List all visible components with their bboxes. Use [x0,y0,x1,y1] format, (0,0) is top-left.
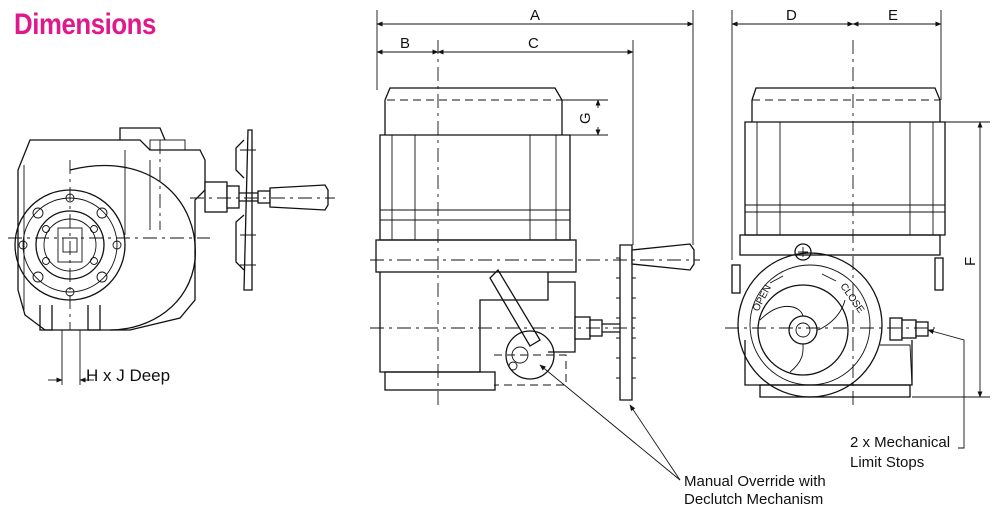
limit-stops-callout-line2: Limit Stops [850,454,924,471]
dim-label-g: G [577,112,594,124]
dim-label-d: D [786,7,797,24]
dim-label-c: C [528,35,539,52]
bottom-view [8,127,335,385]
bore-callout: H x J Deep [86,366,170,385]
dim-label-b: B [400,35,410,52]
indicator-close-label: CLOSE [838,281,867,315]
dim-label-e: E [888,7,898,24]
override-callout-line2: Declutch Mechanism [684,491,823,508]
limit-stops-callout-line1: 2 x Mechanical [850,434,950,451]
override-callout-line1: Manual Override with [684,473,826,490]
page-title: Dimensions [14,8,156,41]
side-view [725,10,990,449]
dim-label-f: F [962,257,979,266]
dim-label-a: A [530,7,540,24]
front-view [370,10,700,481]
